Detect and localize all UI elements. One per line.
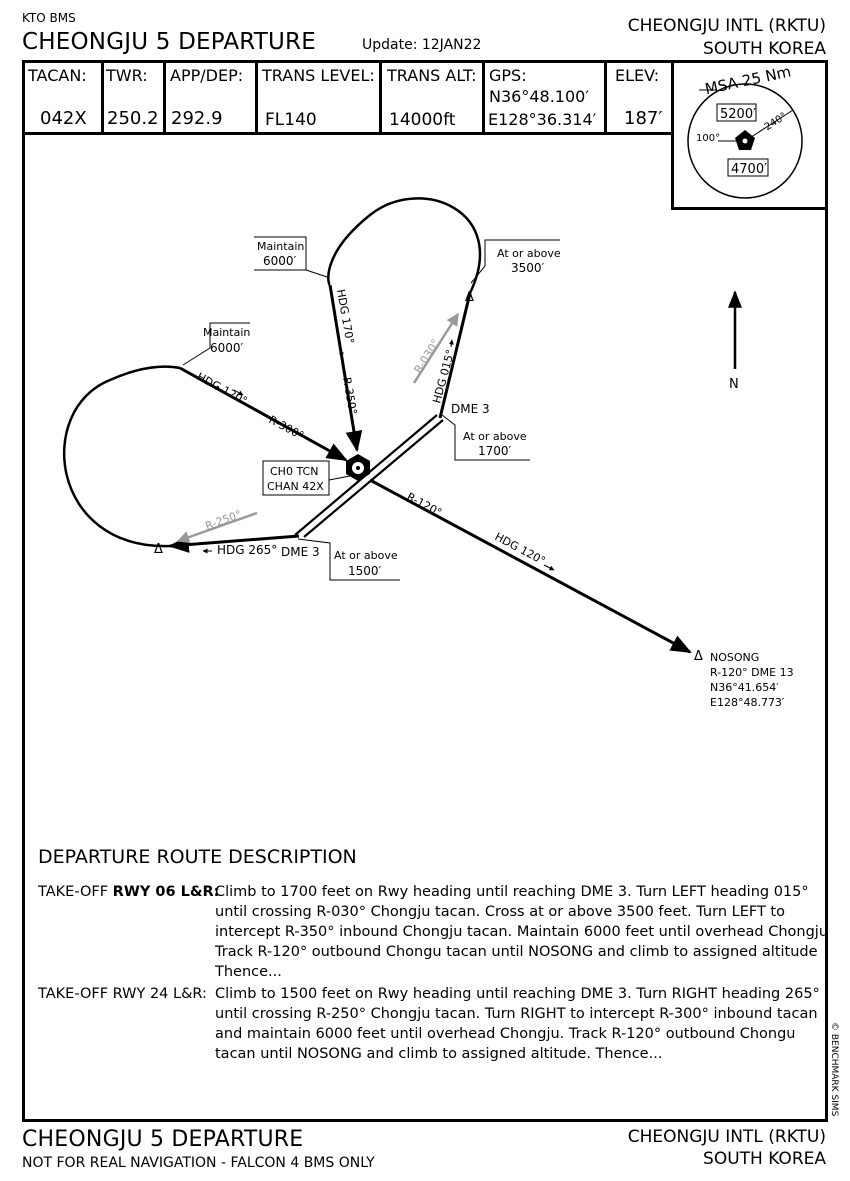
callout-maintain-2: Maintain (203, 326, 250, 339)
trans-level-label: TRANS LEVEL: (262, 66, 375, 85)
msa-bottom-alt: 4700′ (731, 162, 767, 177)
radial-r250 (176, 511, 258, 544)
msa-box (671, 60, 828, 210)
nosong-name: NOSONG (710, 651, 759, 664)
label-r300: R-300° (267, 413, 306, 442)
tacan-icon (346, 454, 370, 481)
msa-sector-line-240 (744, 109, 794, 142)
callout-at-above-b-alt: 1700′ (478, 444, 512, 458)
fix-triangle-r030: Δ (465, 290, 474, 305)
callout-at-above-b: At or above (463, 430, 527, 443)
radial-r030 (412, 312, 460, 384)
label-hdg265: HDG 265° (217, 543, 277, 557)
callout-maintain-2-alt: 6000′ (210, 341, 244, 355)
route-left-turn-arc (327, 197, 482, 294)
dme3-label-a: DME 3 (451, 402, 490, 416)
gps-longitude: E128°36.314′ (488, 110, 597, 129)
nosong-lon: E128°48.773′ (710, 696, 785, 709)
app-value: 292.9 (171, 108, 223, 129)
rwy24-label: TAKE-OFF RWY 24 L&R: (38, 986, 207, 1002)
twr-value: 250.2 (107, 108, 159, 129)
trans-alt-label: TRANS ALT: (387, 66, 477, 85)
route-r300-inbound (179, 366, 348, 462)
update-date: Update: 12JAN22 (362, 37, 482, 53)
rwy24-description: Climb to 1500 feet on Rwy heading until … (215, 986, 820, 1062)
callout-maintain-1: Maintain (257, 240, 304, 253)
route-right-turn-arc (63, 365, 181, 548)
footer-note: NOT FOR REAL NAVIGATION - FALCON 4 BMS O… (22, 1155, 375, 1171)
route-hdg265 (167, 534, 300, 553)
footer-airport: CHEONGJU INTL (RKTU) (627, 1127, 826, 1147)
leader-maintain-2 (182, 322, 250, 366)
airport-name: CHEONGJU INTL (RKTU) (627, 16, 826, 36)
fix-triangle-r250: Δ (154, 542, 163, 557)
rwy06-description: Climb to 1700 feet on Rwy heading until … (215, 884, 829, 980)
fix-triangle-nosong: Δ (694, 649, 703, 664)
tacan-value: 042X (40, 108, 87, 129)
callout-maintain-1-alt: 6000′ (263, 254, 297, 268)
copyright: © BENCHMARK SIMS (829, 1022, 839, 1117)
callout-at-above-a-alt: 3500′ (511, 261, 545, 275)
nosong-dme: R-120° DME 13 (710, 666, 794, 679)
description-heading: DEPARTURE ROUTE DESCRIPTION (38, 846, 357, 868)
callout-at-above-a: At or above (497, 247, 561, 260)
trans-level-value: FL140 (265, 110, 317, 130)
label-hdg120-a: HDG 120° (195, 370, 250, 407)
msa-left-brg: 100° (696, 133, 720, 144)
tacan-label-box (262, 460, 330, 496)
leader-at-above-a (470, 239, 560, 284)
app-label: APP/DEP: (170, 66, 244, 85)
dme3-label-b: DME 3 (281, 545, 320, 559)
route-hdg015 (438, 292, 472, 419)
twr-label: TWR: (106, 66, 148, 85)
label-r250: R-250° (204, 508, 244, 533)
trans-alt-value: 14000ft (389, 110, 456, 130)
north-label: N (729, 377, 739, 392)
country-name: SOUTH KOREA (703, 39, 826, 59)
callout-at-above-c: At or above (334, 549, 398, 562)
msa-right-brg: 240° (763, 111, 789, 133)
leader-at-above-b (441, 414, 530, 461)
chart-source: KTO BMS (22, 11, 76, 25)
gps-latitude: N36°48.100′ (489, 87, 589, 106)
msa-title: MSA 25 Nm (703, 62, 792, 98)
nosong-lat: N36°41.654′ (710, 681, 779, 694)
msa-circle (687, 83, 803, 199)
tacan-channel: CHAN 42X (267, 480, 324, 493)
label-r120: R-120° (405, 490, 444, 519)
label-r350: R-350° (340, 376, 359, 415)
info-row (22, 60, 674, 135)
page-title: CHEONGJU 5 DEPARTURE (22, 29, 316, 55)
gps-label: GPS: (489, 66, 527, 85)
msa-top-alt: 5200′ (720, 107, 756, 122)
leader-maintain-1 (254, 236, 328, 278)
footer-country: SOUTH KOREA (703, 1149, 826, 1169)
leader-tacan (328, 475, 351, 481)
elev-label: ELEV: (615, 66, 660, 85)
tacan-name: CH0 TCN (270, 465, 318, 478)
route-r350-inbound (328, 284, 363, 453)
tacan-label: TACAN: (28, 66, 87, 85)
footer-title: CHEONGJU 5 DEPARTURE (22, 1127, 304, 1152)
rwy06-label: TAKE-OFF RWY 06 L&R: (38, 884, 220, 900)
leader-at-above-c (297, 538, 400, 581)
elev-value: 187′ (624, 108, 663, 129)
route-r120-outbound (369, 478, 692, 654)
runway-centerline (298, 416, 441, 538)
callout-at-above-c-alt: 1500′ (348, 564, 382, 578)
